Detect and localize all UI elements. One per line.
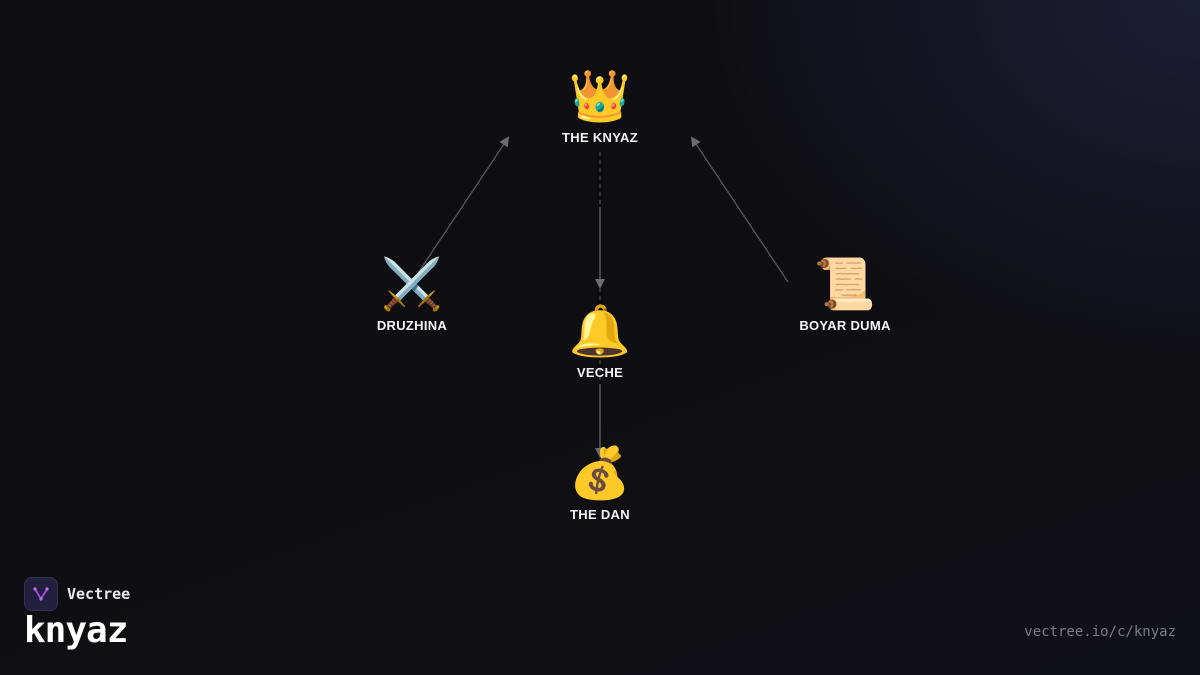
edge-druzhina-knyaz xyxy=(411,136,510,283)
node-the-dan: 💰 THE DAN xyxy=(500,443,700,522)
scroll-icon: 📜 xyxy=(813,255,877,313)
page-url[interactable]: vectree.io/c/knyaz xyxy=(1024,624,1176,640)
node-label-veche: VECHE xyxy=(576,365,624,380)
brand[interactable]: Vectree xyxy=(24,577,130,611)
node-label-boyar-duma: BOYAR DUMA xyxy=(799,318,891,333)
node-druzhina: ⚔️ DRUZHINA xyxy=(312,254,512,333)
crossed-swords-icon: ⚔️ xyxy=(380,255,444,313)
money-bag-icon: 💰 xyxy=(568,444,632,502)
edge-boyar-duma-knyaz xyxy=(690,136,789,283)
node-the-knyaz: 👑 THE KNYAZ xyxy=(500,66,700,145)
node-boyar-duma: 📜 BOYAR DUMA xyxy=(745,254,945,333)
node-label-druzhina: DRUZHINA xyxy=(376,318,448,333)
vectree-logo-icon xyxy=(24,577,58,611)
brand-name: Vectree xyxy=(67,585,131,603)
node-label-the-knyaz: THE KNYAZ xyxy=(562,130,638,145)
node-label-the-dan: THE DAN xyxy=(570,507,630,522)
bell-icon: 🔔 xyxy=(568,302,632,360)
page-slug: knyaz xyxy=(24,610,128,651)
node-veche: 🔔 VECHE xyxy=(500,301,700,380)
crown-icon: 👑 xyxy=(568,67,632,125)
